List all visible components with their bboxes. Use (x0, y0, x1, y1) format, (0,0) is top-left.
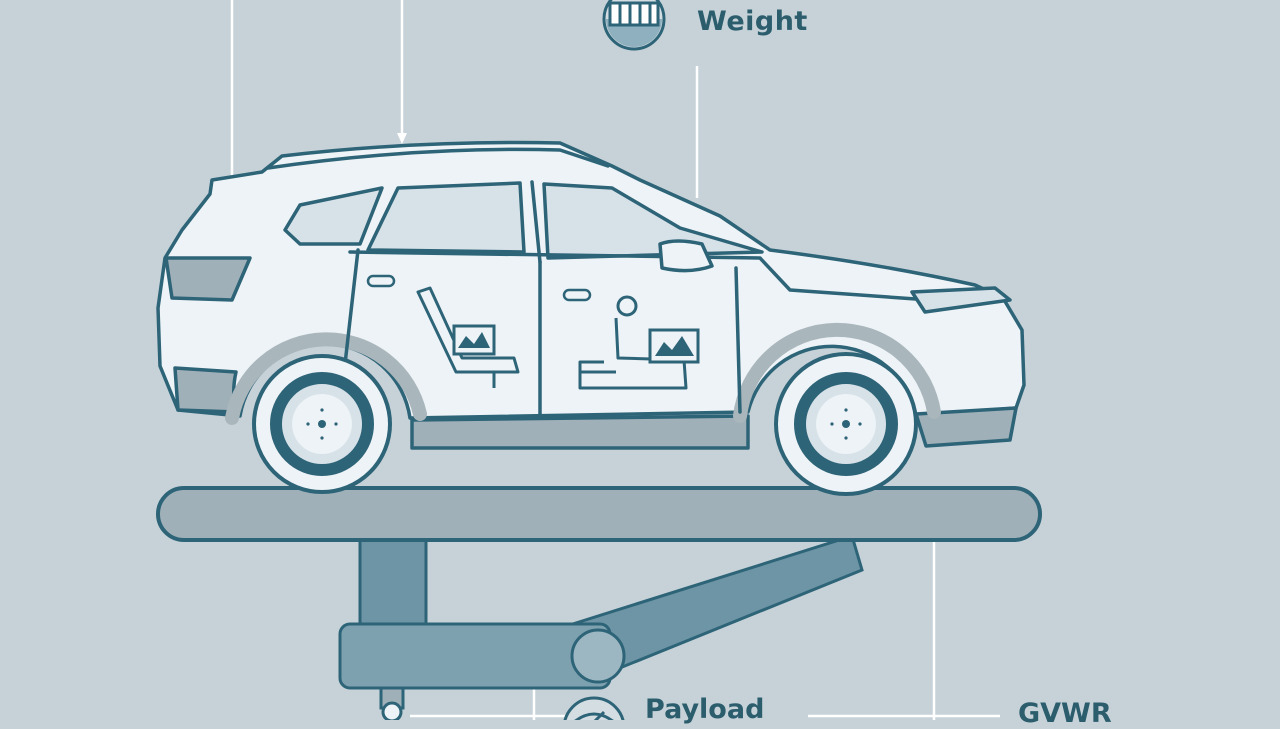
side-mirror (658, 239, 714, 273)
front-door-window (542, 182, 764, 260)
lift-base-pivot (570, 628, 626, 684)
belt-line (348, 250, 932, 302)
front-door-handle (562, 288, 592, 302)
headlight (910, 286, 1012, 314)
dashboard-screen-icon (452, 324, 496, 356)
rear-door-handle (366, 274, 396, 288)
driver-seat-icon (416, 286, 520, 388)
front-bumper-cladding (914, 406, 1018, 448)
vehicle-lift (156, 486, 1042, 720)
lift-foot-ball (381, 701, 403, 720)
passenger-icon (578, 295, 688, 390)
front-wheel (774, 352, 918, 496)
lower-cladding (173, 366, 238, 414)
arrow-head-roof (397, 133, 407, 144)
rocker-panel (410, 414, 750, 450)
lift-platform (156, 486, 1042, 542)
weight-scale-icon (602, 0, 666, 51)
b-pillar (530, 180, 542, 264)
lift-base (338, 622, 612, 690)
payload-gauge-icon (563, 696, 625, 720)
rear-door-window (366, 181, 526, 254)
infotainment-screen-icon (648, 328, 700, 364)
door-front-edge (734, 266, 742, 414)
front-wheel-arch (733, 322, 941, 423)
suv-car (156, 140, 1026, 450)
payload-label: Payload (645, 694, 765, 725)
rear-wheel (252, 354, 392, 494)
tail-light (164, 256, 252, 302)
rear-wheel-arch (225, 332, 427, 425)
gvwr-label: GVWR (1018, 698, 1112, 729)
rear-quarter-window (283, 186, 384, 246)
weight-label: Weight (697, 6, 808, 37)
roof-rail (266, 147, 610, 170)
